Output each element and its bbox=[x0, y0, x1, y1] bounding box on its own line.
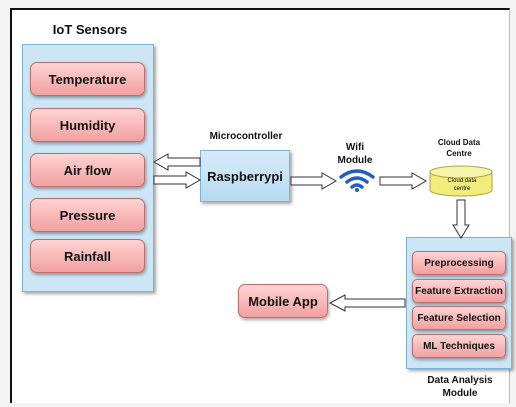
arrow-analysis-to-mobile bbox=[328, 294, 406, 312]
cloud-label-line1: Cloud Data bbox=[437, 138, 481, 147]
arrow-raspberrypi-to-wifi bbox=[290, 172, 338, 190]
microcontroller-title: Microcontroller bbox=[209, 131, 283, 142]
arrow-cloud-to-analysis bbox=[452, 199, 470, 239]
feature-extraction-box: Feature Extraction bbox=[412, 279, 506, 303]
preprocessing-box: Preprocessing bbox=[412, 251, 506, 275]
arrow-sensors-to-raspberrypi bbox=[153, 171, 202, 189]
cloud-database-cylinder bbox=[429, 165, 493, 197]
sensor-air-flow: Air flow bbox=[30, 153, 145, 187]
arrow-raspberrypi-to-sensors bbox=[152, 153, 201, 171]
data-analysis-label-line2: Module bbox=[442, 388, 478, 399]
cylinder-text-line2: centre bbox=[453, 186, 471, 192]
mobile-app-box: Mobile App bbox=[238, 284, 328, 318]
sensor-rainfall: Rainfall bbox=[30, 239, 145, 273]
ml-techniques-box: ML Techniques bbox=[412, 334, 506, 358]
sensor-humidity: Humidity bbox=[30, 108, 145, 142]
sensor-pressure: Pressure bbox=[30, 198, 145, 232]
sensor-temperature: Temperature bbox=[30, 62, 145, 96]
arrow-wifi-to-cloud bbox=[379, 172, 428, 190]
cloud-label-line2: Centre bbox=[446, 149, 472, 158]
feature-selection-box: Feature Selection bbox=[412, 306, 506, 330]
raspberrypi-box: Raspberrypi bbox=[200, 150, 290, 202]
data-analysis-label-line1: Data Analysis bbox=[427, 375, 493, 386]
wifi-icon bbox=[339, 169, 375, 192]
iot-sensors-title: IoT Sensors bbox=[52, 22, 128, 37]
cylinder-text-line1: Cloud data bbox=[447, 178, 477, 184]
wifi-label-line1: Wifi bbox=[345, 142, 365, 153]
wifi-label-line2: Module bbox=[337, 155, 373, 166]
